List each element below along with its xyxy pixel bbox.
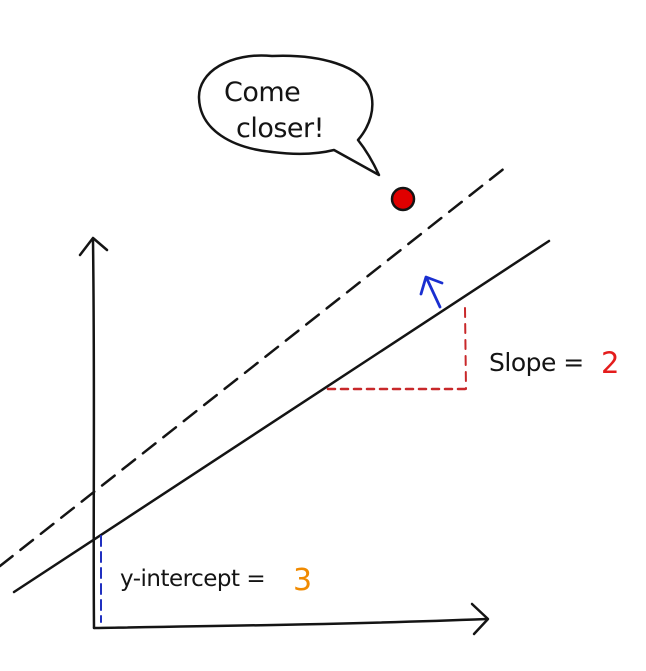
speech-bubble-line1: Come xyxy=(224,77,300,108)
speech-bubble-line2: closer! xyxy=(236,113,324,144)
dashed-shifted-line xyxy=(0,165,508,568)
nudge-arrow-icon xyxy=(419,275,444,309)
x-axis xyxy=(92,602,490,636)
fitted-line xyxy=(12,239,551,594)
data-point xyxy=(390,186,416,212)
slope-value: 2 xyxy=(601,346,619,380)
slope-rise xyxy=(464,307,467,390)
slope-triangle xyxy=(326,307,468,391)
intercept-value: 3 xyxy=(293,563,312,598)
speech-bubble: Come closer! xyxy=(197,54,381,177)
intercept-annotation: y-intercept = 3 xyxy=(120,563,312,598)
slope-annotation: Slope = 2 xyxy=(489,346,619,380)
intercept-label: y-intercept = xyxy=(120,566,265,592)
y-axis xyxy=(78,236,109,630)
slope-label: Slope = xyxy=(489,348,584,377)
